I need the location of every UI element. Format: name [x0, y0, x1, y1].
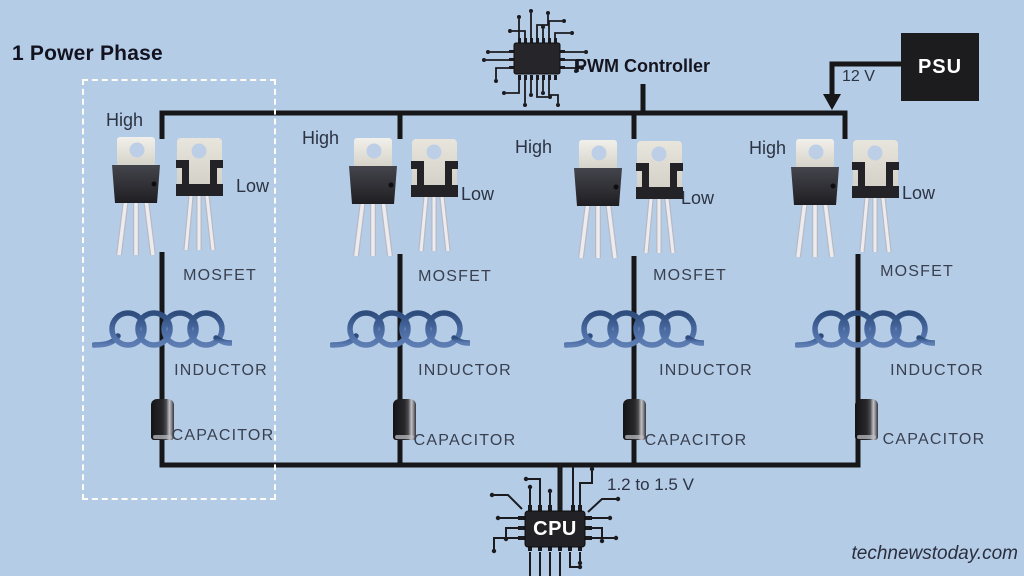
- cpu-label: CPU: [533, 518, 577, 540]
- phase3-mosfet-label: MOSFET: [653, 267, 727, 284]
- pwm-controller-chip-icon: [482, 9, 588, 107]
- phase4-low-mosfet-icon: [852, 140, 899, 253]
- phase4-capacitor-label: CAPACITOR: [882, 431, 986, 448]
- phase3-high-label: High: [515, 137, 553, 157]
- cpu-voltage-label: 1.2 to 1.5 V: [607, 475, 694, 494]
- phase4-low-label: Low: [902, 183, 936, 203]
- phase2-low-mosfet-icon: [411, 139, 458, 252]
- phase4-high-mosfet-icon: [791, 139, 839, 258]
- pwm-controller-label: PWM Controller: [575, 56, 710, 76]
- phase1-low-mosfet-icon: [176, 138, 223, 251]
- phase1-inductor-label: INDUCTOR: [174, 362, 268, 379]
- phase2-capacitor-icon: [393, 399, 416, 440]
- phase2-capacitor-label: CAPACITOR: [413, 432, 517, 449]
- phase2-mosfet-label: MOSFET: [418, 268, 492, 285]
- phase1-high-label: High: [106, 110, 144, 130]
- phase3-capacitor-icon: [623, 399, 646, 440]
- phase4-mosfet-label: MOSFET: [880, 263, 954, 280]
- phase2-low-label: Low: [461, 184, 495, 204]
- phase4-high-label: High: [749, 138, 787, 158]
- phase2-inductor-label: INDUCTOR: [418, 362, 512, 379]
- phase3-inductor-icon: [564, 310, 704, 348]
- phase1-low-label: Low: [236, 176, 270, 196]
- phase3-low-label: Low: [681, 188, 715, 208]
- phase4-inductor-label: INDUCTOR: [890, 362, 984, 379]
- watermark: technewstoday.com: [851, 543, 1018, 564]
- psu-box: PSU: [901, 33, 979, 101]
- phase3-high-mosfet-icon: [574, 140, 622, 259]
- phase2-high-mosfet-icon: [349, 138, 397, 257]
- phase3-inductor-label: INDUCTOR: [659, 362, 753, 379]
- phase1-capacitor-label: CAPACITOR: [171, 427, 275, 444]
- page-title: 1 Power Phase: [12, 42, 163, 65]
- arrow-down-icon: [823, 94, 841, 110]
- phase2-inductor-icon: [330, 310, 470, 348]
- phase2-high-label: High: [302, 128, 340, 148]
- phase1-inductor-icon: [92, 310, 232, 348]
- phase1-capacitor-icon: [151, 399, 174, 440]
- single-phase-outline: [82, 79, 276, 500]
- phase1-mosfet-label: MOSFET: [183, 267, 257, 284]
- phase1-high-mosfet-icon: [112, 137, 160, 256]
- phase3-capacitor-label: CAPACITOR: [644, 432, 748, 449]
- phase3-low-mosfet-icon: [636, 141, 683, 254]
- phase4-inductor-icon: [795, 310, 935, 348]
- psu-voltage-label: 12 V: [842, 68, 875, 85]
- phase4-capacitor-icon: [855, 399, 878, 440]
- cpu-chip-icon: [489, 463, 621, 576]
